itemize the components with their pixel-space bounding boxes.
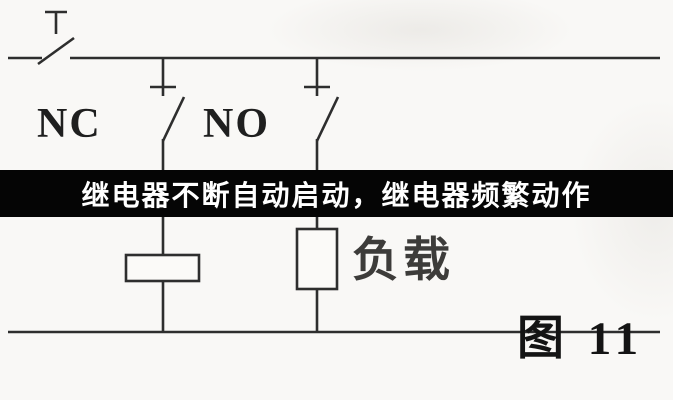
figure-caption: 图 11	[517, 313, 645, 365]
label-load: 负载	[352, 235, 454, 287]
contact-blade-icon	[315, 96, 340, 142]
load-box	[295, 227, 339, 291]
title-banner: 继电器不断自动启动，继电器频繁动作	[0, 170, 673, 217]
relay-coil	[124, 253, 201, 283]
no-contact-blade-icon	[161, 96, 186, 142]
banner-text: 继电器不断自动启动，继电器频繁动作	[81, 179, 592, 211]
label-no: NO	[203, 101, 270, 147]
left-branch	[124, 58, 201, 333]
nc-contact-icon	[37, 10, 75, 66]
label-nc: NC	[37, 101, 102, 147]
